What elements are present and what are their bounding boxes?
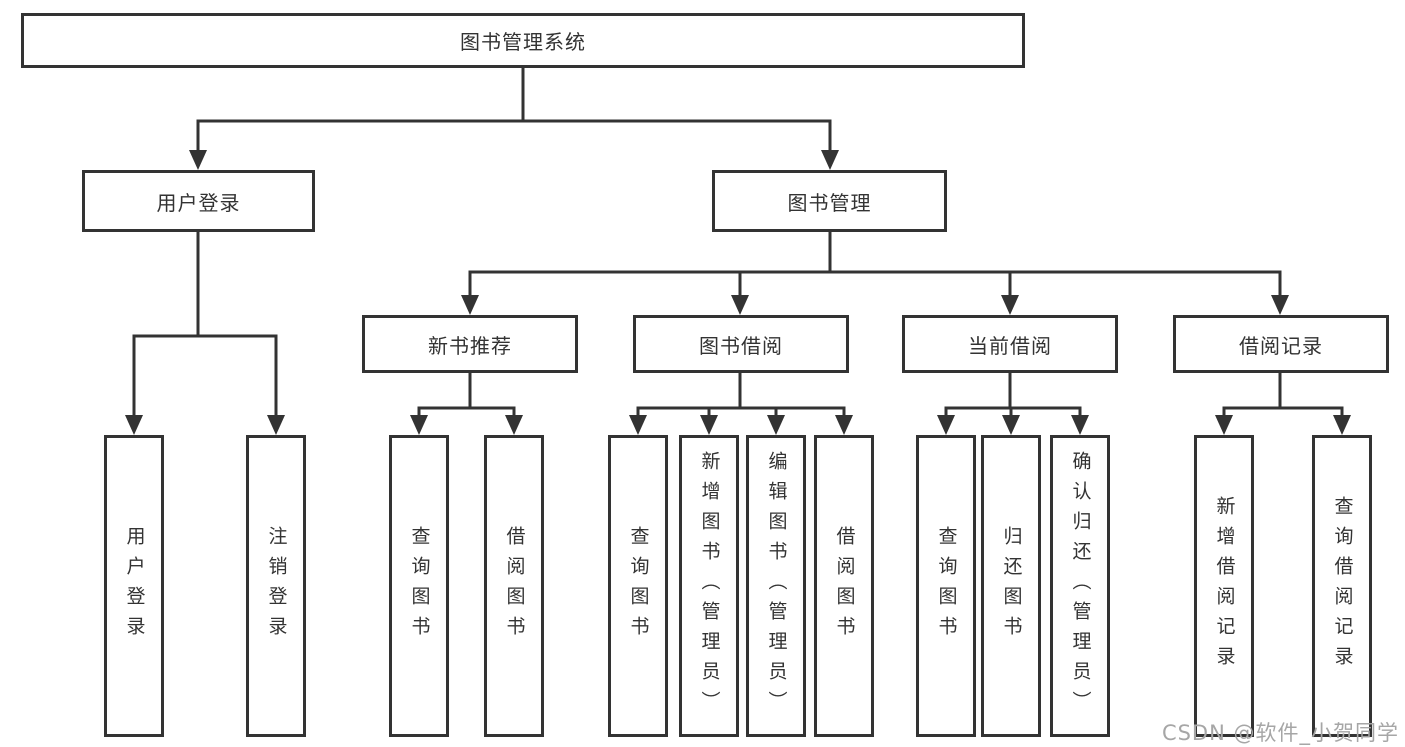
leaf-rec-borrow-book: 借阅图书 [484, 435, 544, 737]
leaf-rec-borrow-book-label: 借阅图书 [503, 526, 526, 646]
leaf-cb-return-book: 归还图书 [981, 435, 1041, 737]
node-borrow-record: 借阅记录 [1173, 315, 1389, 373]
leaf-rec-query-book: 查询图书 [389, 435, 449, 737]
node-current-borrow: 当前借阅 [902, 315, 1118, 373]
node-book-management: 图书管理 [712, 170, 947, 232]
leaf-bb-borrow-book-label: 借阅图书 [833, 526, 856, 646]
leaf-cb-query-book: 查询图书 [916, 435, 976, 737]
leaf-logout: 注销登录 [246, 435, 306, 737]
leaf-bb-query-book: 查询图书 [608, 435, 668, 737]
edges-root-to-level2 [189, 66, 839, 170]
edges-new-book-rec-to-leaves [410, 371, 523, 435]
leaf-br-add-record: 新增借阅记录 [1194, 435, 1254, 737]
leaf-bb-add-book-admin: 新增图书（管理员） [679, 435, 739, 737]
node-root-system: 图书管理系统 [21, 13, 1025, 68]
leaf-bb-query-book-label: 查询图书 [627, 526, 650, 646]
edges-current-borrow-to-leaves [937, 371, 1089, 435]
leaf-user-login-label: 用户登录 [123, 526, 146, 646]
leaf-cb-return-book-label: 归还图书 [1000, 526, 1023, 646]
edges-book-mgmt-to-level3 [461, 230, 1289, 315]
leaf-logout-label: 注销登录 [265, 526, 288, 646]
leaf-cb-confirm-return-admin: 确认归还（管理员） [1050, 435, 1110, 737]
leaf-user-login: 用户登录 [104, 435, 164, 737]
node-new-book-recommend: 新书推荐 [362, 315, 578, 373]
leaf-cb-query-book-label: 查询图书 [935, 526, 958, 646]
leaf-bb-edit-book-admin-label: 编辑图书（管理员） [765, 451, 788, 721]
node-book-borrow: 图书借阅 [633, 315, 849, 373]
edges-borrow-record-to-leaves [1215, 371, 1351, 435]
leaf-bb-borrow-book: 借阅图书 [814, 435, 874, 737]
edges-book-borrow-to-leaves [629, 371, 853, 435]
edges-user-login-to-leaves [125, 230, 285, 435]
leaf-cb-confirm-return-admin-label: 确认归还（管理员） [1069, 451, 1092, 721]
leaf-br-query-record: 查询借阅记录 [1312, 435, 1372, 737]
csdn-watermark: CSDN @软件_小贺同学 [1161, 721, 1399, 745]
node-user-login: 用户登录 [82, 170, 315, 232]
leaf-br-add-record-label: 新增借阅记录 [1213, 496, 1236, 676]
leaf-bb-edit-book-admin: 编辑图书（管理员） [746, 435, 806, 737]
leaf-bb-add-book-admin-label: 新增图书（管理员） [698, 451, 721, 721]
leaf-br-query-record-label: 查询借阅记录 [1331, 496, 1354, 676]
leaf-rec-query-book-label: 查询图书 [408, 526, 431, 646]
